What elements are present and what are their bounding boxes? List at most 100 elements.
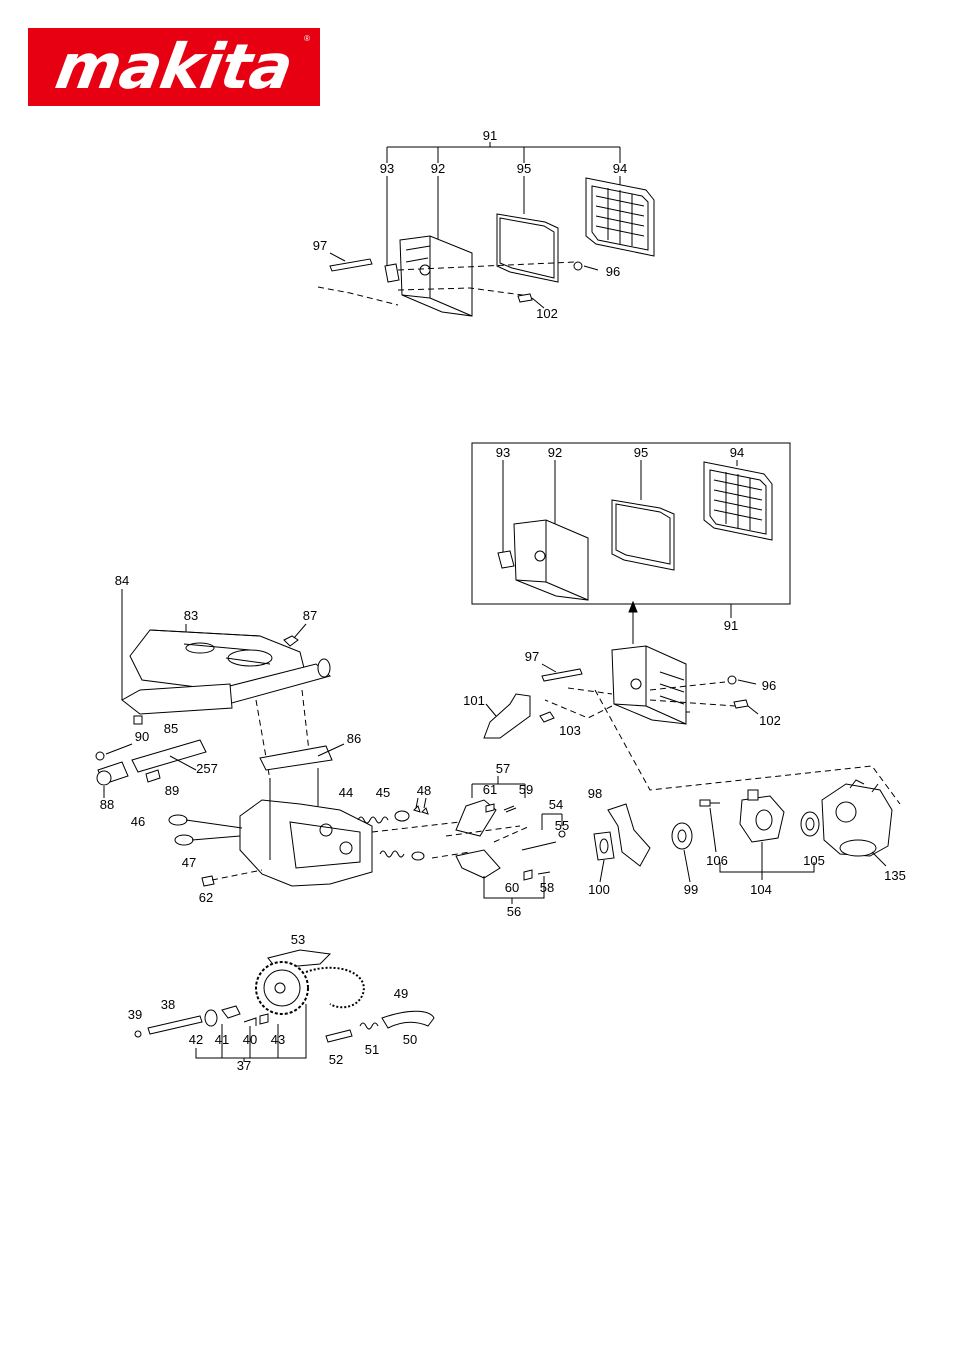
callout-102b: 102 (759, 713, 781, 728)
callout-38: 38 (161, 997, 175, 1012)
callout-91: 91 (483, 128, 497, 143)
callout-48: 48 (417, 783, 431, 798)
part-58-screw (538, 872, 550, 874)
callout-52: 52 (329, 1052, 343, 1067)
callout-96b: 96 (762, 678, 776, 693)
part-257-pipe (132, 740, 206, 772)
callout-45: 45 (376, 785, 390, 800)
callout-97: 97 (313, 238, 327, 253)
part-100-gasket (594, 832, 614, 860)
sprocket-gear (256, 962, 308, 1014)
part-62-bolt (202, 876, 214, 886)
callout-89: 89 (165, 783, 179, 798)
callout-102: 102 (536, 306, 558, 321)
part-101-bracket (484, 694, 530, 738)
callout-43: 43 (271, 1032, 285, 1047)
part-86-gasket (260, 746, 332, 770)
callout-47: 47 (182, 855, 196, 870)
callout-106: 106 (706, 853, 728, 868)
part-41-weight (222, 1006, 240, 1018)
callout-61: 61 (483, 782, 497, 797)
callout-105: 105 (803, 853, 825, 868)
callout-49: 49 (394, 986, 408, 1001)
part-99-gasket (672, 823, 692, 849)
part-96b-nut (728, 676, 736, 684)
callout-54: 54 (549, 797, 563, 812)
callout-40: 40 (243, 1032, 257, 1047)
callout-51: 51 (365, 1042, 379, 1057)
callout-60: 60 (505, 880, 519, 895)
callout-87: 87 (303, 608, 317, 623)
callout-90: 90 (135, 729, 149, 744)
part-96-nut (574, 262, 598, 270)
part-47-valve (175, 835, 240, 845)
callout-96: 96 (606, 264, 620, 279)
callout-59: 59 (519, 782, 533, 797)
part-60-nut (524, 870, 532, 880)
callout-39: 39 (128, 1007, 142, 1022)
part-84-shield (122, 684, 232, 714)
callout-83: 83 (184, 608, 198, 623)
callout-41: 41 (215, 1032, 229, 1047)
part-88-clamp (97, 762, 128, 798)
air-filter-assembly-top (318, 142, 654, 316)
callout-46: 46 (131, 814, 145, 829)
callout-62: 62 (199, 890, 213, 905)
callout-84: 84 (115, 573, 129, 588)
part-95b-filter-element (612, 500, 674, 570)
part-49-chain (306, 968, 364, 1008)
part-106-screw (700, 800, 720, 806)
part-102b-screw (734, 700, 748, 708)
part-105-gasket (801, 812, 819, 836)
callout-92b: 92 (548, 445, 562, 460)
bracket-104 (720, 842, 814, 880)
part-94-cover (586, 178, 654, 256)
callout-94b: 94 (730, 445, 744, 460)
callout-100: 100 (588, 882, 610, 897)
callout-101: 101 (463, 693, 485, 708)
part-59-screw (504, 806, 516, 812)
callout-44: 44 (339, 785, 353, 800)
callout-95: 95 (517, 161, 531, 176)
part-93-gasket (385, 264, 399, 282)
part-92-housing (400, 236, 472, 316)
callout-257: 257 (196, 761, 218, 776)
part-50-tensioner (382, 1011, 434, 1028)
callout-92: 92 (431, 161, 445, 176)
callout-labels: 91 93 92 95 94 97 96 102 93 92 95 94 91 … (100, 128, 906, 1073)
part-61-nut (486, 804, 494, 812)
part-42-ring (205, 1010, 217, 1026)
callout-94: 94 (613, 161, 627, 176)
callout-86: 86 (347, 731, 361, 746)
callout-99: 99 (684, 882, 698, 897)
part-39-pin (135, 1031, 141, 1037)
callout-93: 93 (380, 161, 394, 176)
assembled-air-filter (612, 646, 686, 724)
part-97b-pin (542, 664, 582, 681)
part-87-nut (284, 636, 298, 646)
callout-93b: 93 (496, 445, 510, 460)
callout-42: 42 (189, 1032, 203, 1047)
part-44b-spring (380, 851, 404, 857)
part-93b-gasket (498, 551, 514, 568)
callout-50: 50 (403, 1032, 417, 1047)
callout-135: 135 (884, 868, 906, 883)
part-85-bolt (134, 716, 142, 724)
arrow-up-icon (629, 602, 637, 644)
bracket-91 (387, 142, 620, 163)
callout-57: 57 (496, 761, 510, 776)
callout-53: 53 (291, 932, 305, 947)
air-filter-inset (472, 443, 900, 804)
part-56-rocker (456, 850, 500, 878)
callout-91b: 91 (724, 618, 738, 633)
part-92b-housing (514, 520, 588, 600)
callout-104: 104 (750, 882, 772, 897)
part-103-screw (540, 712, 554, 722)
part-40-pin (244, 1018, 256, 1026)
callout-95b: 95 (634, 445, 648, 460)
callout-37: 37 (237, 1058, 251, 1073)
part-104-insulator (740, 790, 784, 842)
part-46-valve (169, 815, 242, 828)
callout-103: 103 (559, 723, 581, 738)
